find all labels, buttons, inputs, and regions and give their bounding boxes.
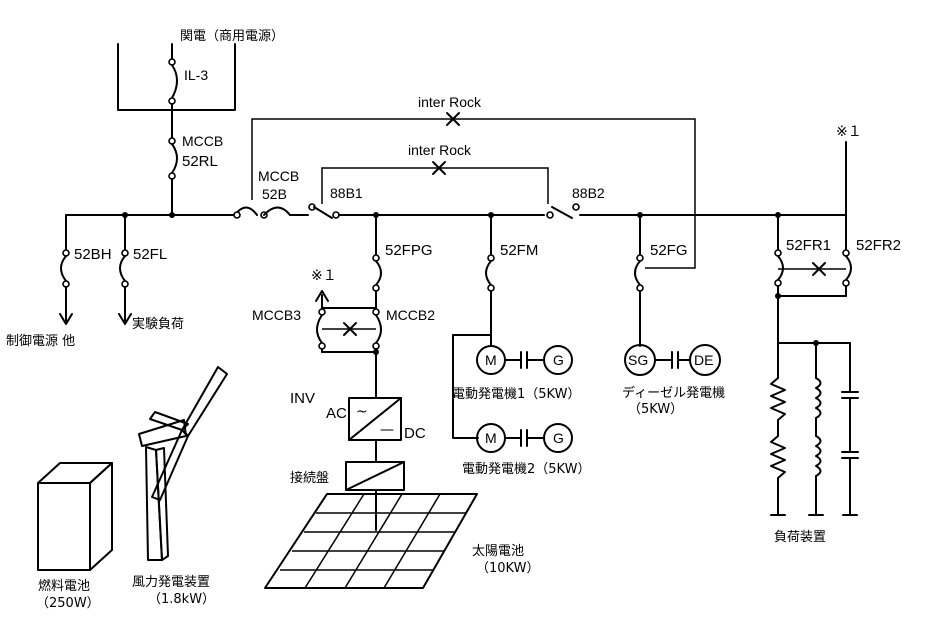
control-load-label: 制御電源 他	[6, 334, 75, 349]
b52fm-label: 52FM	[500, 242, 538, 259]
fuel-cell-label: 燃料電池	[38, 578, 90, 594]
motor1-letter: M	[485, 352, 497, 368]
solar-rating: （10KW）	[476, 561, 539, 576]
junction-box-label: 接続盤	[290, 470, 329, 486]
interlock-top	[251, 112, 696, 269]
wind-rating: （1.8kW）	[148, 592, 215, 607]
load-device	[770, 340, 859, 516]
interlock-mid	[321, 161, 549, 204]
branch-52fm	[452, 214, 495, 439]
b52fpg-label: 52FPG	[385, 242, 433, 259]
de-letters: DE	[694, 352, 713, 368]
junction-box	[345, 461, 405, 531]
mg2-label: 電動発電機2（5KW）	[462, 462, 590, 477]
mccb-main-label: MCCB	[182, 133, 223, 149]
ac-label: AC	[326, 405, 347, 422]
sg-letters: SG	[628, 352, 648, 368]
branch-52fl	[118, 214, 132, 325]
inverter-ac-symbol: ~	[356, 404, 368, 420]
mccb-b-label: MCCB	[258, 168, 299, 184]
test-load-label: 実験負荷	[132, 316, 184, 332]
load-device-label: 負荷装置	[774, 530, 826, 545]
b52fg-label: 52FG	[650, 242, 688, 259]
wind-label: 風力発電装置	[132, 575, 210, 590]
mg1-label: 電動発電機1（5KW）	[452, 387, 580, 402]
branch-52fg	[634, 214, 644, 347]
diesel-generator: SG DE	[624, 344, 721, 376]
note-left: ※１	[311, 268, 337, 284]
note-right: ※１	[836, 124, 862, 140]
gen2-letter: G	[553, 430, 564, 446]
dc-label: DC	[404, 425, 426, 442]
b88b2-label: 88B2	[572, 185, 605, 201]
diesel-rating: （5KW）	[628, 402, 683, 417]
b52fl-label: 52FL	[133, 246, 167, 263]
wind-generator	[138, 366, 228, 561]
inv-label: INV	[290, 390, 315, 407]
mccb3-label: MCCB3	[252, 307, 301, 323]
solar-label: 太陽電池	[472, 544, 524, 559]
b52bh-label: 52BH	[74, 246, 112, 263]
motor2-letter: M	[485, 430, 497, 446]
mccb2-label: MCCB2	[386, 307, 435, 323]
fuel-cell	[37, 462, 113, 571]
inverter: ~ —	[348, 397, 402, 463]
motor-generator-2: M G	[476, 423, 573, 453]
interlock-top-label: inter Rock	[418, 94, 482, 110]
b88b1-label: 88B1	[330, 185, 363, 201]
branch-52bh	[59, 214, 73, 325]
utility-source	[117, 43, 236, 218]
interlock-mid-label: inter Rock	[408, 142, 472, 158]
inverter-dc-symbol: —	[380, 422, 394, 438]
b52rl-label: 52RL	[182, 153, 218, 170]
b52b-label: 52B	[262, 186, 287, 202]
source-label: 関電（商用電源）	[180, 29, 284, 44]
diesel-label: ディーゼル発電機	[622, 385, 725, 401]
branch-52fr	[774, 141, 852, 344]
gen1-letter: G	[553, 352, 564, 368]
fuel-cell-rating: （250W）	[36, 596, 100, 611]
b52fr1-label: 52FR1	[786, 237, 831, 254]
solar-panel	[264, 493, 478, 589]
main-bus	[65, 203, 847, 219]
branch-52fpg	[315, 214, 382, 399]
il3-label: IL-3	[184, 67, 208, 83]
b52fr2-label: 52FR2	[856, 237, 901, 254]
motor-generator-1: M G	[476, 345, 573, 375]
